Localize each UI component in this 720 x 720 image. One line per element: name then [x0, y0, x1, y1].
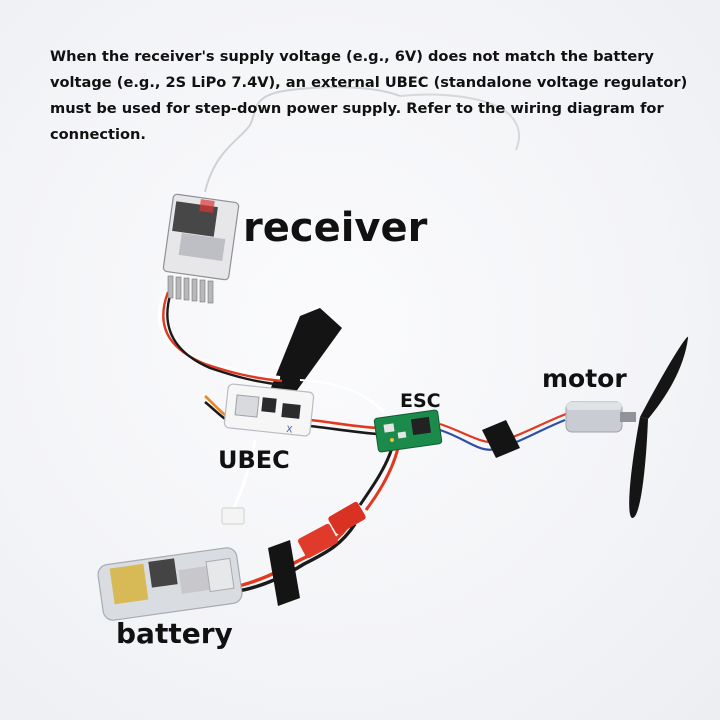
esc-power-red: [366, 448, 398, 510]
esc-board: [374, 410, 442, 453]
receiver-module: [163, 194, 239, 303]
ubec-board: X: [224, 384, 314, 437]
battery-label: battery: [116, 620, 233, 648]
caption-text: When the receiver's supply voltage (e.g.…: [50, 44, 690, 148]
battery-connector-red-1: [297, 523, 339, 559]
ubec-label: UBEC: [218, 448, 290, 472]
propeller-blade-lower: [629, 417, 648, 518]
receiver-lead-white: [160, 292, 280, 378]
receiver-label: receiver: [243, 208, 427, 248]
motor-highlight: [566, 402, 622, 410]
tape-battery-lead: [268, 540, 300, 606]
tape-strip-top: [270, 308, 342, 400]
esc-label: ESC: [400, 392, 441, 411]
propeller-blade-upper: [640, 337, 688, 419]
tape-motor-wires: [482, 420, 520, 458]
jst-connector: [222, 508, 244, 524]
svg-text:X: X: [286, 425, 293, 436]
motor-label: motor: [542, 366, 627, 391]
battery-pack: [97, 547, 243, 622]
motor-shaft: [620, 412, 636, 422]
